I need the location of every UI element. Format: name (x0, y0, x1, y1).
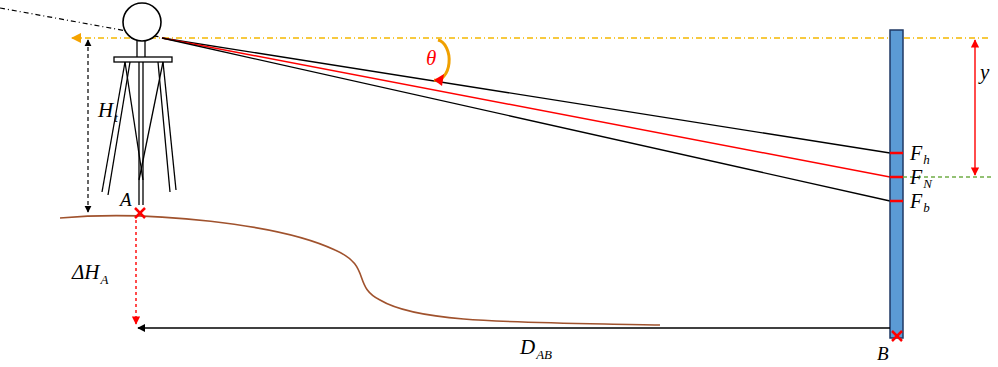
dimension-label: D (520, 337, 535, 358)
staff-readings (890, 153, 903, 201)
height-arrow (87, 40, 88, 212)
subscript: A (101, 273, 109, 286)
subscript: N (923, 177, 932, 190)
elevation-arrow (135, 220, 136, 324)
dimension-label: y (980, 62, 989, 83)
subscript: t (114, 111, 118, 124)
reading-label: F (910, 191, 922, 211)
subscript: h (923, 153, 930, 166)
angle-arrowhead (434, 74, 444, 86)
point-markers (135, 208, 902, 341)
y-arrow (974, 40, 975, 175)
tripod (102, 40, 176, 205)
sight-line-bottom (162, 38, 890, 201)
reading-label: F (910, 167, 922, 187)
subscript: AB (536, 348, 552, 361)
distance-arrow (138, 327, 890, 328)
dimension-label: H (98, 100, 113, 121)
subscript: b (923, 201, 930, 214)
theta: θ (426, 48, 436, 69)
sight-line-middle (162, 38, 890, 177)
instrument-head (123, 3, 161, 41)
leveling-staff (890, 30, 903, 338)
point-label: A (120, 190, 132, 209)
dimension-label: ΔH (72, 262, 100, 283)
sight-line-top (162, 38, 890, 153)
point-label: B (877, 344, 889, 363)
ground-profile (60, 216, 660, 325)
reading-label: F (910, 143, 922, 163)
horizontal-line (72, 37, 990, 39)
